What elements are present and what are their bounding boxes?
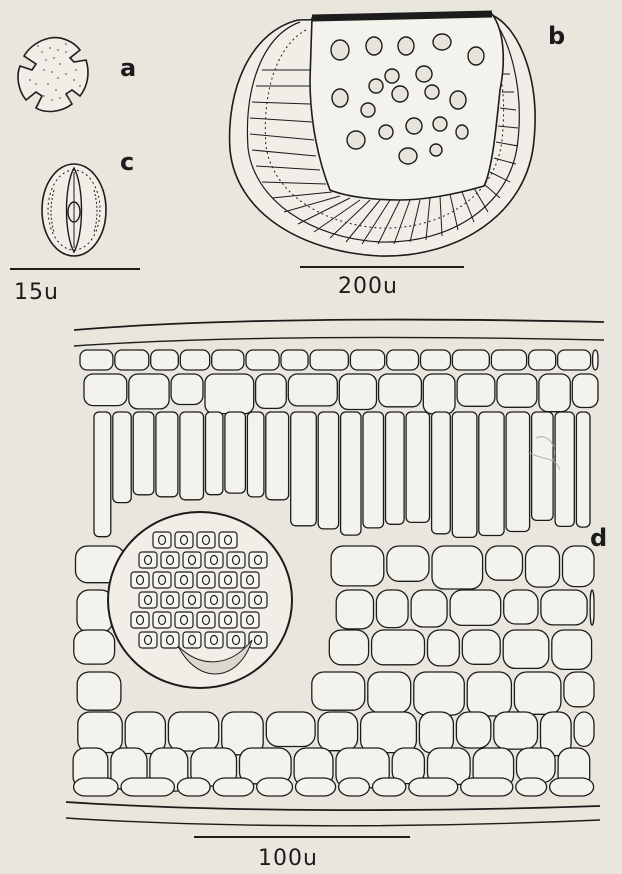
panel-label-b: b [548,24,565,48]
panel-label-a: a [120,56,136,80]
scale-label-large: 100u [258,848,318,870]
scale-label-medium: 200u [338,276,398,298]
vascular-bundle [108,512,292,688]
scale-label-small: 15u [14,282,59,304]
panel-label-c: c [120,150,134,174]
scale-bar-small [10,268,140,270]
panel-label-d: d [590,526,607,550]
scale-bar-large [194,836,410,838]
figure-b-leaf-section [230,14,536,256]
figure-c-pollen-equatorial [42,164,106,256]
scale-bar-medium [300,266,464,268]
